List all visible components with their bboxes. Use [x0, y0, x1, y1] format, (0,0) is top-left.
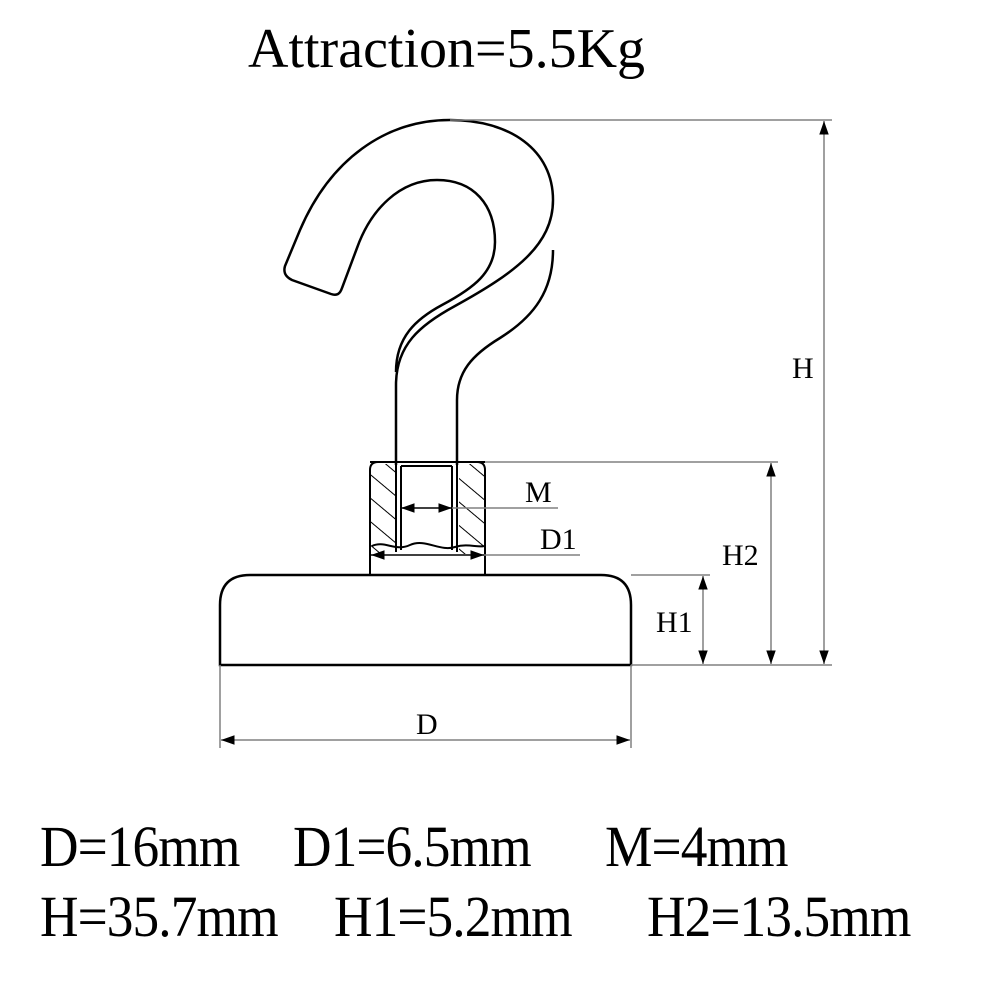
h-label: H — [792, 352, 814, 385]
spec-h2: H2=13.5mm — [646, 884, 911, 949]
attraction-title: Attraction=5.5Kg — [248, 18, 646, 80]
spec-h1: H1=5.2mm — [334, 884, 573, 949]
m-label: M — [525, 476, 552, 509]
threaded-nut-icon — [369, 461, 486, 575]
spec-d1: D1=6.5mm — [292, 814, 532, 879]
dimension-lines — [221, 121, 829, 745]
specifications: D=16mm D1=6.5mm M=4mm H=35.7mm H1=5.2mm … — [40, 812, 987, 952]
h2-label: H2 — [722, 539, 759, 572]
spec-row-2: H=35.7mm H1=5.2mm H2=13.5mm — [40, 882, 987, 952]
magnet-base-icon — [218, 573, 633, 667]
d-label: D — [416, 708, 438, 741]
spec-m: M=4mm — [605, 814, 789, 879]
extension-lines — [219, 119, 832, 748]
spec-h: H=35.7mm — [40, 884, 279, 949]
spec-row-1: D=16mm D1=6.5mm M=4mm — [40, 812, 987, 882]
d1-label: D1 — [540, 523, 577, 556]
spec-d: D=16mm — [40, 814, 240, 879]
hook-icon — [283, 118, 555, 465]
h1-label: H1 — [656, 606, 693, 639]
